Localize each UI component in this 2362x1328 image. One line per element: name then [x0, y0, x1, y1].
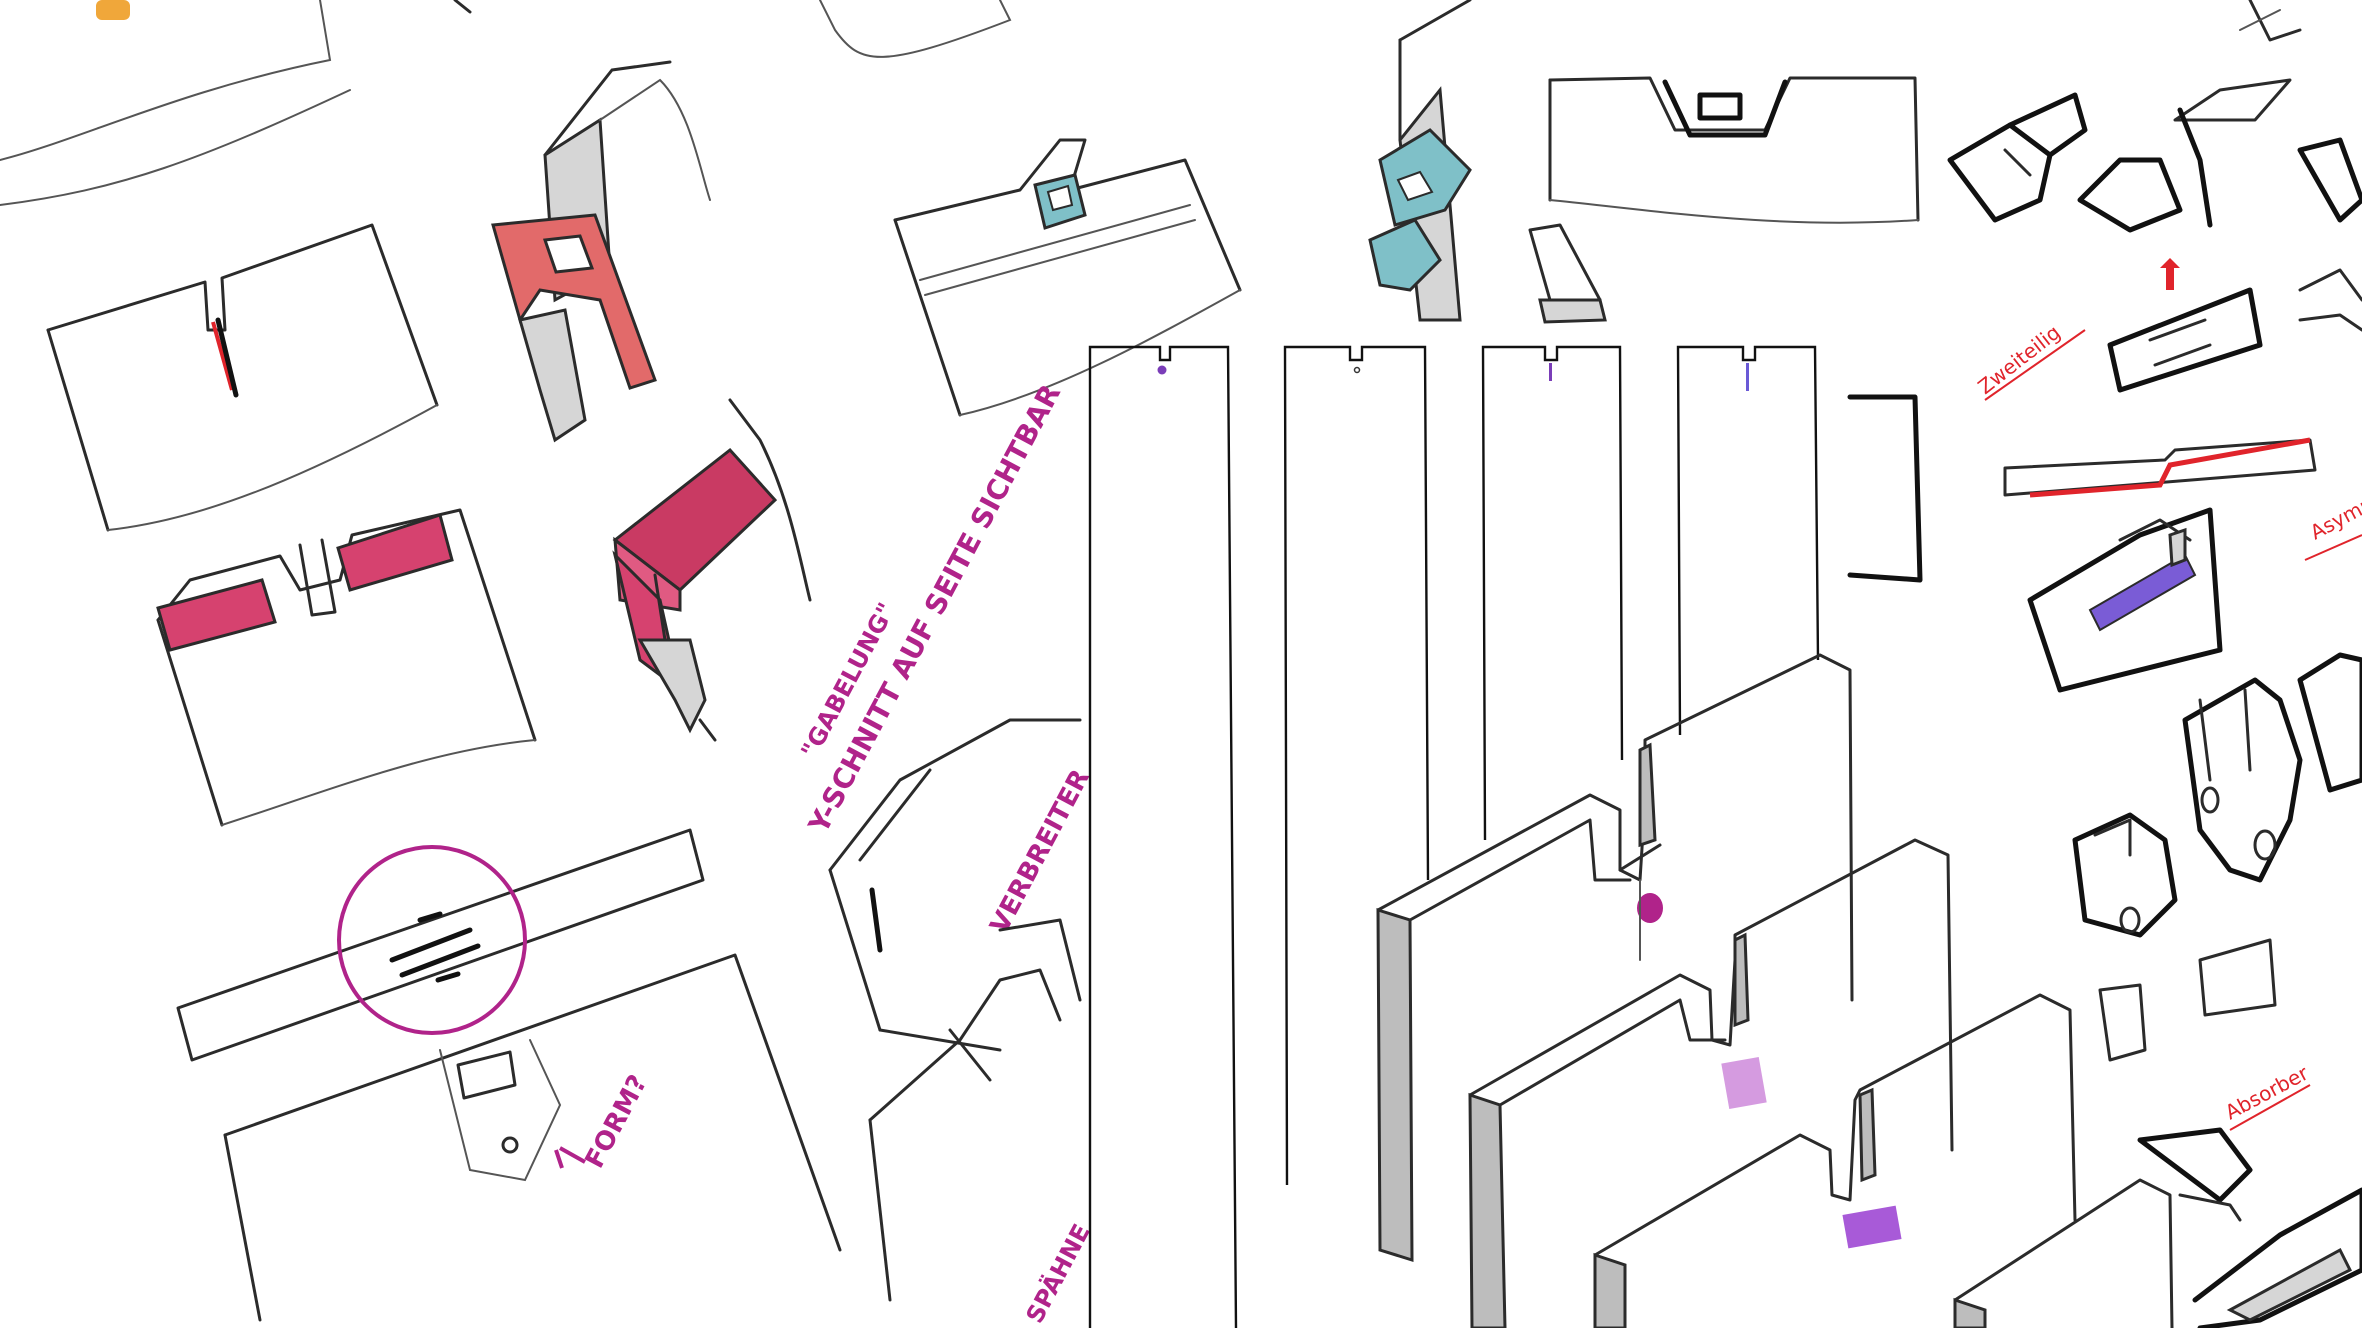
clean-panel-2 [1283, 345, 1430, 1186]
hinge-bracket-sketch [2072, 652, 2362, 1062]
purple-slot [2088, 553, 2197, 632]
board-sketch-circled-detail: FORM? [176, 828, 842, 1322]
annotation-verbreiter: VERBREITER [985, 765, 1096, 939]
absorber-sketch: Absorber [2137, 1060, 2362, 1328]
board-marker-purple [1842, 1205, 1902, 1249]
slot-mark-dot [1157, 365, 1167, 375]
edge-sketch-far-right [2297, 137, 2362, 332]
board-sketch-notch-left [46, 223, 439, 532]
board-marker-magenta [1637, 893, 1663, 923]
board-marker-violet [1721, 1057, 1767, 1109]
iso-board-1 [1376, 653, 1854, 1263]
slot-mark-short [1549, 363, 1552, 381]
panel-sketches-middle [828, 718, 1082, 1302]
orange-marker [96, 0, 130, 20]
handwritten-notes-middle: "GABELUNG" Y-SCHNITT AUF SEITE SICHTBAR … [796, 379, 1096, 1328]
slot-mark-dot [1353, 366, 1361, 374]
dovetail-plate-sketch [1548, 76, 1920, 224]
annotation-form: FORM? [580, 1070, 654, 1173]
clean-panel-3 [1481, 345, 1624, 841]
red-arrow-up [2160, 258, 2180, 290]
clean-panel-lineup [1088, 345, 1820, 1328]
iso-board-2 [1468, 838, 1954, 1328]
top-middle-fragment [819, 0, 1012, 58]
slider-sketch-purple [2027, 507, 2223, 693]
pink-cap-right [336, 513, 454, 592]
detail-circle [337, 845, 527, 1035]
clip-assembly-sketch: Zweiteilig [1947, 0, 2302, 401]
board-sketch-teal-clip [893, 138, 1242, 417]
teal-connector-sketch [1368, 0, 1607, 324]
pink-cap-left [156, 578, 277, 652]
iso-board-3 [1593, 993, 2077, 1328]
slot-mark-long [1746, 363, 1749, 391]
isometric-boards [1376, 653, 2174, 1328]
block-sketch-pink [612, 398, 812, 742]
board-sketch-pink-caps [156, 508, 537, 827]
bracket-sketch-right [1847, 394, 1923, 583]
annotation-y-schnitt: Y-SCHNITT AUF SEITE SICHTBAR [802, 379, 1068, 839]
post-sketch-grey [491, 60, 711, 443]
clean-panel-4 [1676, 345, 1820, 736]
clean-panel-1 [1088, 345, 1238, 1328]
teal-connector [1378, 128, 1472, 227]
coral-bracket [491, 213, 657, 390]
annotation-absorber: Absorber [2221, 1060, 2313, 1124]
annotation-zweiteilig: Zweiteilig [1973, 320, 2065, 399]
iso-board-4 [1953, 1178, 2174, 1328]
top-left-sketch-fragment [0, 0, 472, 206]
annotation-spaehne: SPÄHNE [1020, 1219, 1096, 1328]
